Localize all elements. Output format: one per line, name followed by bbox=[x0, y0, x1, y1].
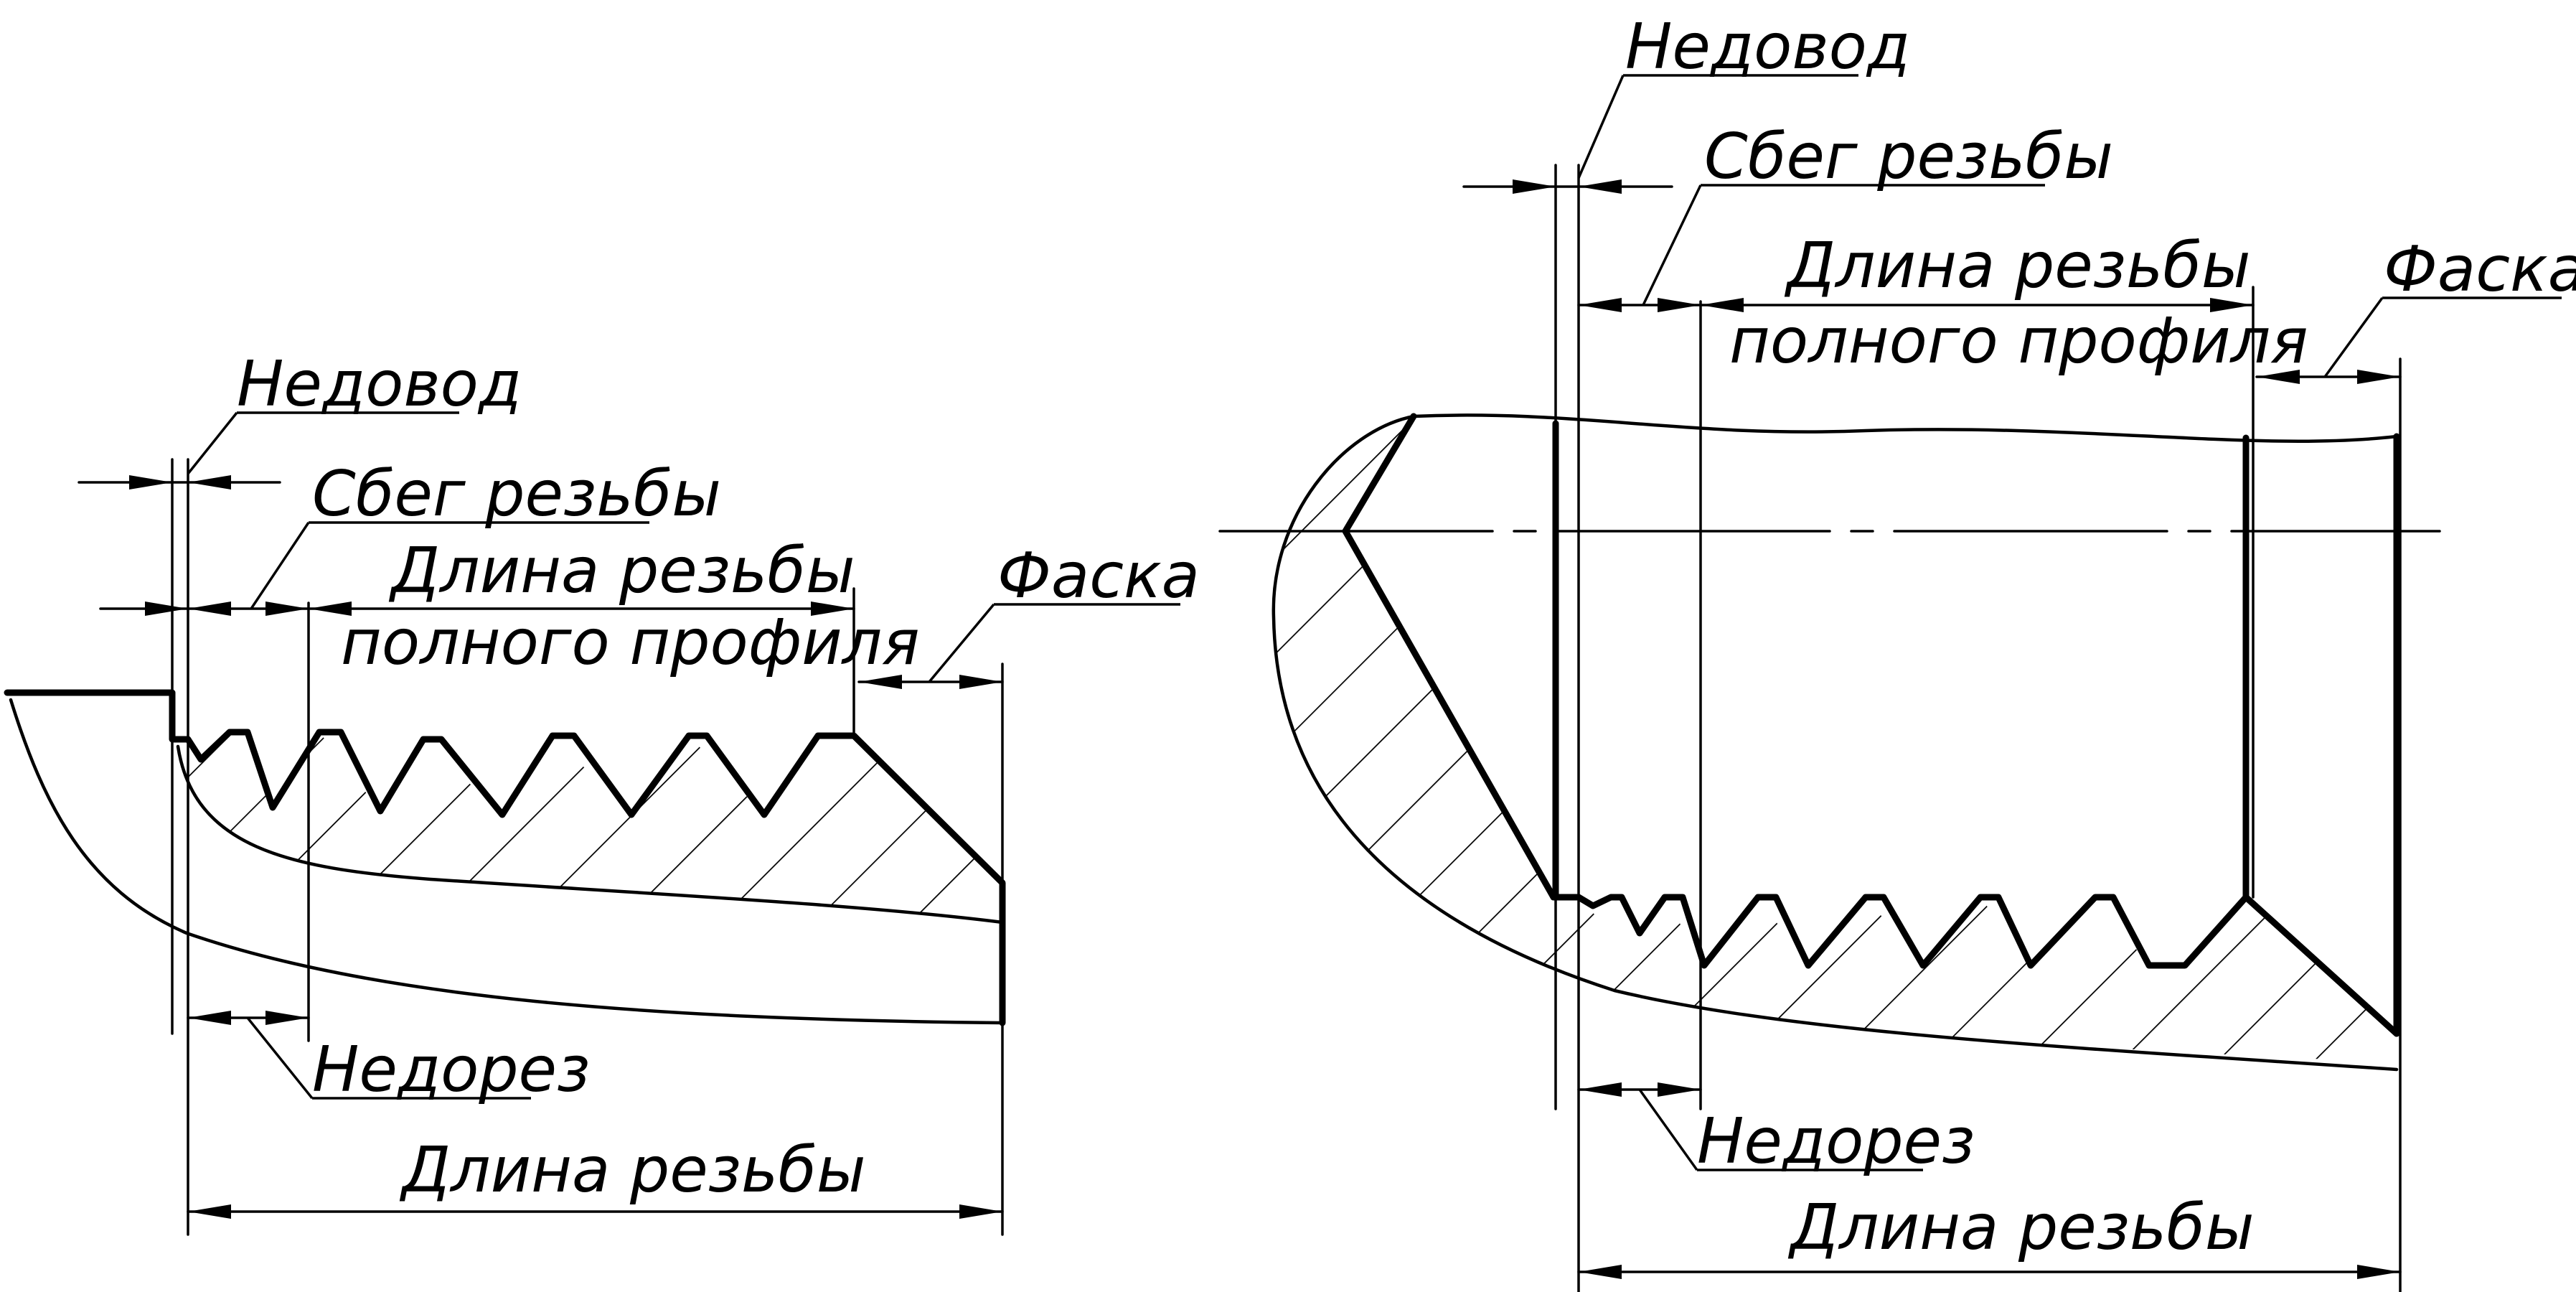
right-label-length: Длина резьбы bbox=[1787, 1191, 2255, 1264]
left-break-curve-outer bbox=[9, 698, 1005, 1025]
right-label-faska: Фаска bbox=[2384, 233, 2576, 306]
right-view: Недовод Сбег резьбы Длина резьбы полного… bbox=[1218, 10, 2576, 1292]
left-label-nedorez: Недорез bbox=[312, 1033, 590, 1106]
left-hatch-area bbox=[178, 732, 1002, 922]
right-label-full-1: Длина резьбы bbox=[1784, 229, 2251, 302]
right-thread-profile bbox=[1342, 413, 2400, 1037]
left-label-sbeg: Сбег резьбы bbox=[312, 457, 721, 530]
right-label-full-2: полного профиля bbox=[1729, 304, 2308, 378]
right-hatch-area bbox=[1273, 416, 2397, 1062]
left-label-full-2: полного профиля bbox=[341, 606, 920, 679]
right-label-sbeg: Сбег резьбы bbox=[1704, 120, 2113, 193]
left-label-full-1: Длина резьбы bbox=[388, 534, 855, 607]
left-label-faska: Фаска bbox=[997, 539, 1200, 612]
left-thread-profile bbox=[4, 689, 1006, 1026]
left-view: Недовод Сбег резьбы Длина резьбы полного… bbox=[4, 347, 1200, 1236]
left-break-curve-inner bbox=[176, 744, 1005, 924]
left-label-nedovod: Недовод bbox=[237, 347, 522, 421]
right-top-contour bbox=[1411, 413, 2399, 443]
right-label-nedovod: Недовод bbox=[1625, 10, 1910, 83]
right-label-nedorez: Недорез bbox=[1697, 1105, 1975, 1178]
left-label-length: Длина резьбы bbox=[399, 1133, 866, 1207]
